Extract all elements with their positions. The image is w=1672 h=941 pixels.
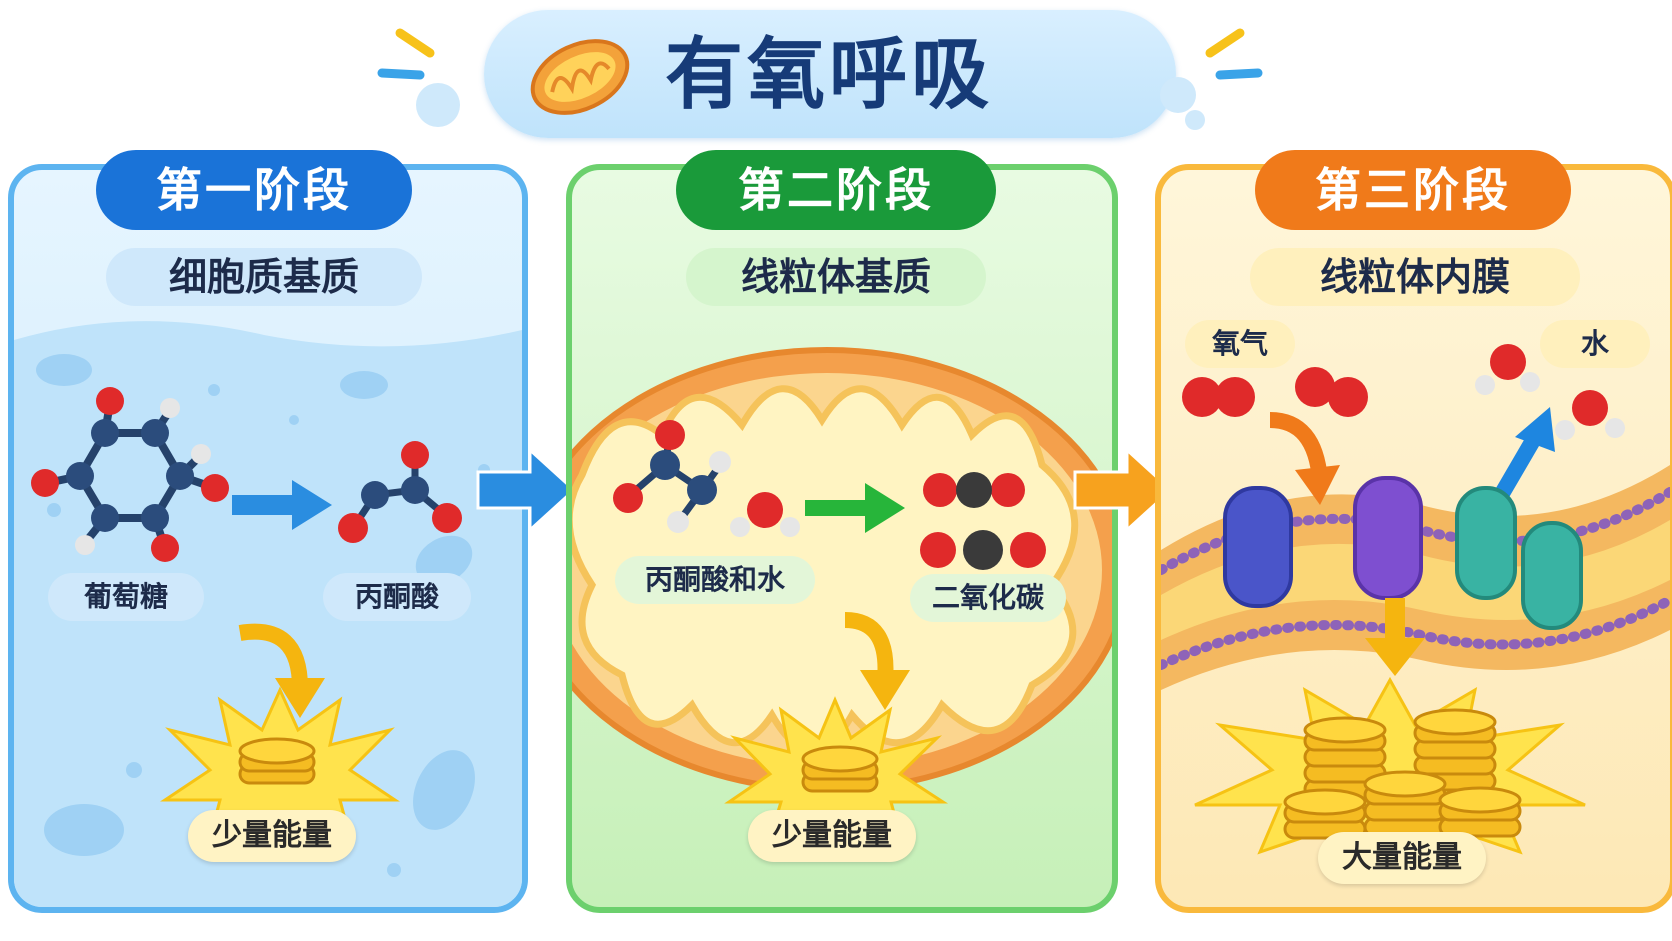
oxygen-molecules-icon: [1182, 367, 1368, 417]
pyruvate-molecule-icon: [338, 441, 462, 543]
stage-2-location: 线粒体基质: [686, 248, 986, 306]
oxygen-arrow-icon: [1269, 412, 1340, 505]
stage-arrow-2-to-3-icon: [1073, 446, 1174, 534]
arrow-glucose-to-pyruvate-icon: [232, 480, 332, 530]
page-title: 有氧呼吸: [665, 30, 994, 120]
pyruvate-label: 丙酮酸: [323, 573, 471, 621]
mitochondrion-icon: [530, 39, 630, 115]
oxygen-label: 氧气: [1185, 320, 1295, 368]
pyruvate-water-label: 丙酮酸和水: [615, 556, 815, 604]
title-decoration-left: [377, 28, 460, 127]
stage-1-location: 细胞质基质: [106, 248, 422, 306]
glucose-molecule-icon: [31, 387, 229, 562]
water-molecules-icon: [1475, 344, 1625, 440]
stage-1-energy-label: 少量能量: [188, 810, 356, 862]
water-label: 水: [1540, 320, 1650, 368]
co2-molecules-icon: [920, 472, 1046, 570]
stage-1-tab: 第一阶段: [96, 150, 412, 230]
pyruvate-molecule-2-icon: [613, 420, 731, 533]
energy-down-arrow-icon: [1365, 598, 1425, 676]
water-molecule-icon: [730, 492, 800, 537]
water-out-arrow-icon: [1493, 407, 1555, 502]
stage-arrow-1-to-2-icon: [476, 446, 577, 534]
glucose-label: 葡萄糖: [48, 573, 204, 621]
coin-stack-small-1-icon: [238, 737, 316, 785]
curved-arrow-energy-2-icon: [844, 612, 910, 710]
stage-3-location: 线粒体内膜: [1250, 248, 1580, 306]
coin-stacks-large-icon: [1283, 708, 1522, 840]
stage-3-tab: 第三阶段: [1255, 150, 1571, 230]
co2-label: 二氧化碳: [910, 574, 1066, 622]
cytoplasm-background: [14, 321, 522, 907]
stage-2-tab: 第二阶段: [676, 150, 996, 230]
coin-stack-small-2-icon: [801, 745, 879, 793]
curved-arrow-energy-1-icon: [238, 623, 325, 718]
arrow-pyruvate-to-co2-icon: [805, 483, 905, 533]
stage-3-energy-label: 大量能量: [1318, 832, 1486, 884]
stage-2-energy-label: 少量能量: [748, 810, 916, 862]
title-decoration-right: [1160, 28, 1263, 130]
membrane-proteins-icon: [1223, 476, 1583, 630]
